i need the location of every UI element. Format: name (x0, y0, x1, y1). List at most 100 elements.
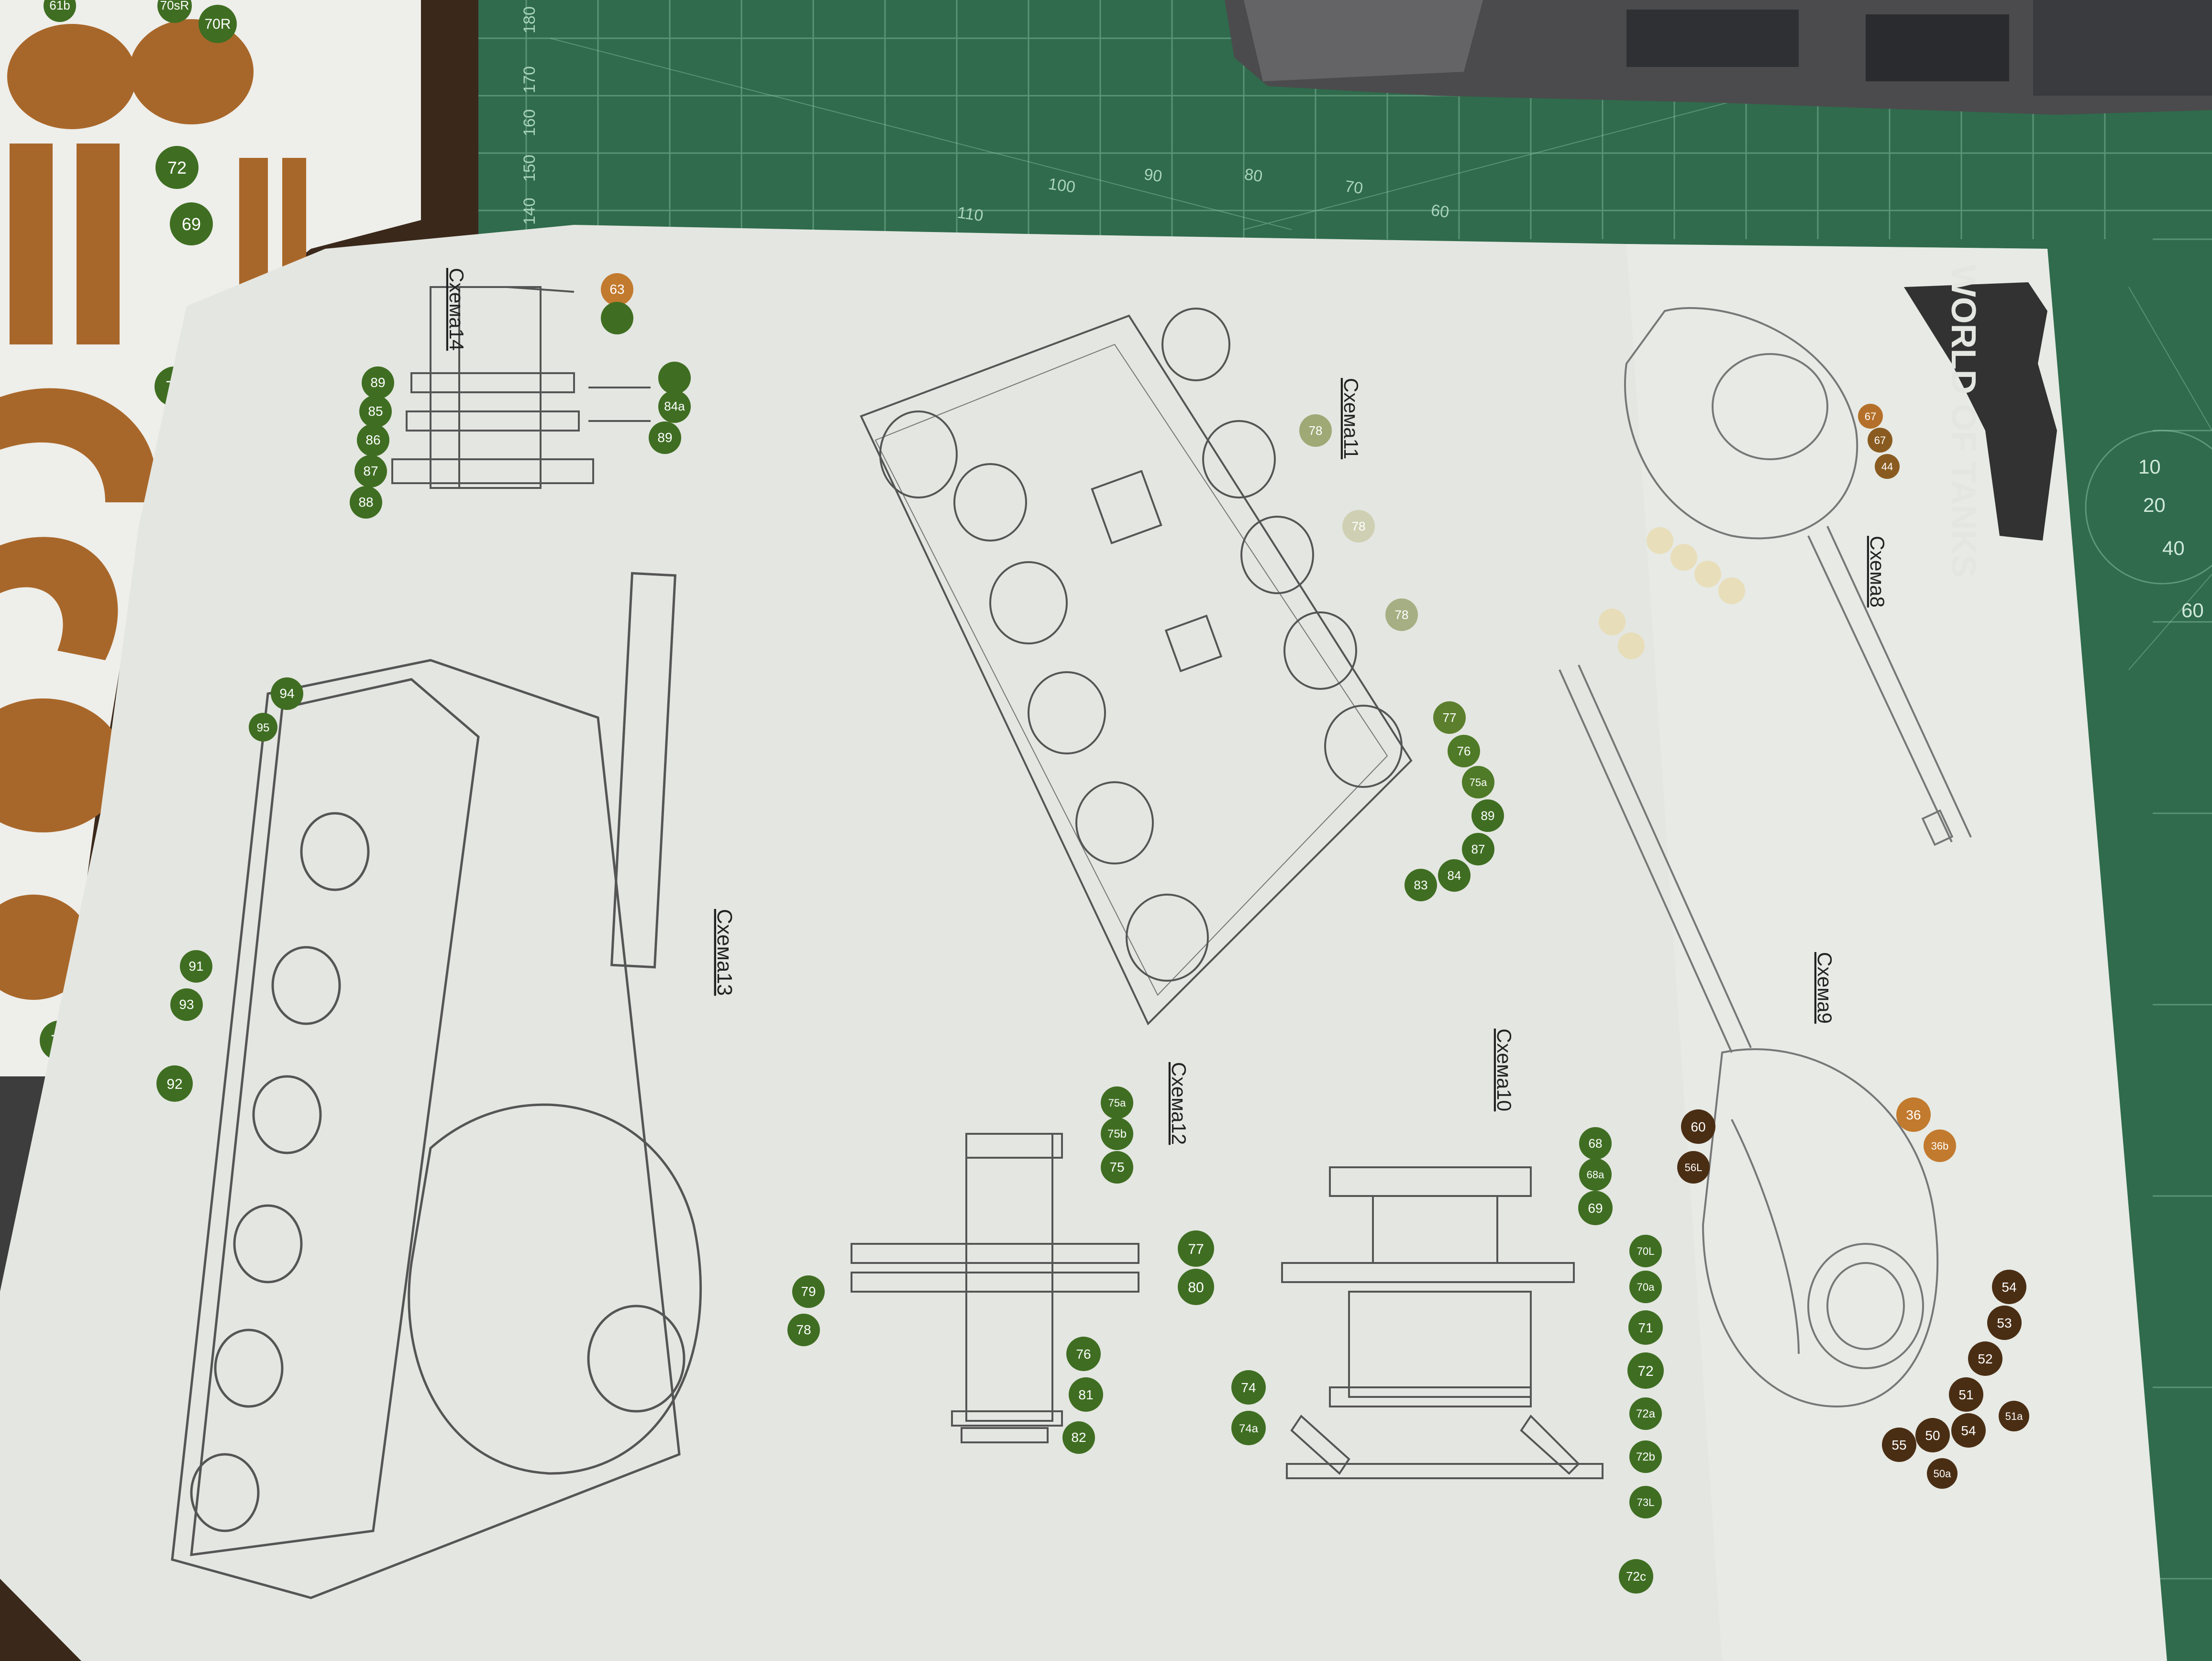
part-label: 69 (182, 214, 201, 234)
part-label: 51 (1958, 1387, 1973, 1402)
scheme-title: Схема12 (1168, 1062, 1190, 1145)
world-of-tanks-logo: WORLD OF TANKS (1904, 265, 2057, 578)
tank-model-hull (1225, 0, 2212, 115)
part-label: 83 (1414, 878, 1428, 892)
part-label: 70a (1637, 1281, 1655, 1293)
part-label: 50 (1925, 1428, 1940, 1443)
part-label: 63 (609, 282, 624, 297)
cut-parts-sheet: 61b 70sR 70R 72 69 71 73 (0, 0, 421, 1340)
part-label: 79 (801, 1284, 816, 1299)
scheme-title: Схема11 (1340, 378, 1362, 459)
part-label: 71 (1638, 1320, 1653, 1335)
part-label: 73L (1637, 1496, 1655, 1508)
mat-ruler-number: 80 (1243, 165, 1264, 186)
part-label: 36 (1906, 1107, 1921, 1122)
part-label: 82 (1071, 1430, 1086, 1445)
mat-side-number: 20 (2143, 494, 2166, 516)
mat-side-number: 60 (2181, 599, 2204, 621)
mat-ruler-number: 100 (1047, 175, 1076, 197)
part-label: 89 (370, 375, 385, 390)
part-label: 51a (2005, 1410, 2023, 1422)
part-label: 78 (1395, 608, 1409, 622)
part-label: 92 (166, 1076, 182, 1092)
scheme-title: Схема9 (1814, 952, 1836, 1024)
part-label: 95 (257, 721, 270, 734)
mat-ruler-number: 150 (520, 155, 539, 182)
part-label: 56L (1685, 1162, 1703, 1174)
part-label: 94 (279, 686, 294, 701)
mat-side-number: 40 (2162, 537, 2185, 559)
part-label: 87 (363, 464, 378, 478)
part-label: 76 (1457, 744, 1471, 758)
part-label: 36b (1931, 1140, 1949, 1152)
instruction-sheet (0, 225, 2167, 1661)
scheme-10: Схема10 68 68a 69 70L 70a 71 72 72a 72b … (1231, 1029, 1664, 1594)
part-label: 72 (167, 158, 187, 177)
part-label: 78 (796, 1322, 811, 1337)
part-label: 75a (1470, 776, 1487, 788)
part-label: 68a (1587, 1169, 1604, 1181)
scheme-14: Схема14 63 64 84a 89 89 85 86 87 88 (350, 268, 691, 519)
part-label: 70R (204, 16, 231, 32)
scheme-title: Схема14 (445, 268, 468, 351)
part-label: 50a (1934, 1468, 1951, 1480)
part-label: 53 (1997, 1316, 2012, 1330)
part-label: 72b (1636, 1451, 1655, 1463)
part-label: 60 (1691, 1119, 1705, 1134)
part-label: 70L (1637, 1245, 1655, 1257)
part-label: 84 (1448, 868, 1461, 883)
scheme-title: Схема13 (713, 909, 736, 996)
part-label: 68 (1589, 1136, 1603, 1151)
part-label: 89 (1481, 808, 1495, 823)
part-label: 78 (1352, 519, 1366, 533)
part-label: 77 (1188, 1241, 1204, 1257)
part-label: 89 (657, 430, 672, 445)
part-label: 54 (1961, 1423, 1976, 1438)
part-label: 80 (1188, 1280, 1204, 1296)
part-label: 70sR (160, 0, 189, 12)
part-label: 84a (664, 399, 685, 413)
mat-side-number: 10 (2138, 455, 2161, 478)
scheme-9: Схема9 36 36b 60 56L 54 53 52 51 54 51a … (1559, 664, 2029, 1489)
part-label: 78 (1309, 423, 1323, 438)
part-label: 75a (1108, 1097, 1126, 1109)
part-label: 85 (368, 404, 383, 419)
part-label: 91 (188, 959, 203, 974)
part-label: 69 (1588, 1201, 1603, 1216)
mat-ruler-number: 160 (520, 109, 539, 136)
scheme-8: Схема8 67 67 44 (1599, 307, 1972, 846)
part-label: 72a (1636, 1407, 1656, 1420)
mat-ruler-number: 180 (520, 6, 539, 33)
part-label: 67 (1874, 434, 1886, 446)
part-label: 75b (1107, 1128, 1127, 1141)
part-label: 72c (1626, 1569, 1646, 1583)
mat-ruler-number: 140 (520, 198, 539, 225)
part-label: 67 (1865, 410, 1876, 422)
part-label: 93 (179, 997, 194, 1012)
scheme-title: Схема10 (1493, 1029, 1515, 1111)
mat-ruler-number: 170 (520, 66, 539, 93)
part-label: 86 (365, 432, 380, 447)
scheme-12: Схема12 75a 75b 75 77 80 79 78 76 81 82 (787, 1062, 1214, 1454)
part-label: 61b (49, 0, 70, 12)
part-label: 72 (1637, 1363, 1653, 1379)
part-label: 76 (1076, 1347, 1091, 1362)
part-label: 77 (1443, 710, 1457, 725)
part-label: 74a (1239, 1422, 1259, 1435)
part-label: 52 (1978, 1351, 1992, 1366)
part-label: 88 (358, 495, 373, 509)
part-label: 44 (1881, 461, 1893, 473)
part-label: 74 (1241, 1380, 1256, 1395)
logo-text: WORLD OF TANKS (1944, 265, 1982, 578)
scheme-13: Схема13 94 95 91 93 92 (156, 572, 736, 1599)
scheme-title: Схема8 (1866, 536, 1889, 608)
part-label: 81 (1078, 1387, 1093, 1402)
part-label: 87 (1471, 842, 1485, 856)
mat-ruler-number: 90 (1143, 165, 1163, 186)
scheme-11: Схема11 78 78 78 77 76 75a 89 87 84 83 (860, 308, 1504, 1026)
mat-ruler-number: 110 (956, 203, 984, 225)
mat-ruler-number: 60 (1430, 201, 1450, 221)
mat-ruler-number: 70 (1344, 177, 1364, 198)
part-label: 75 (1109, 1160, 1124, 1174)
